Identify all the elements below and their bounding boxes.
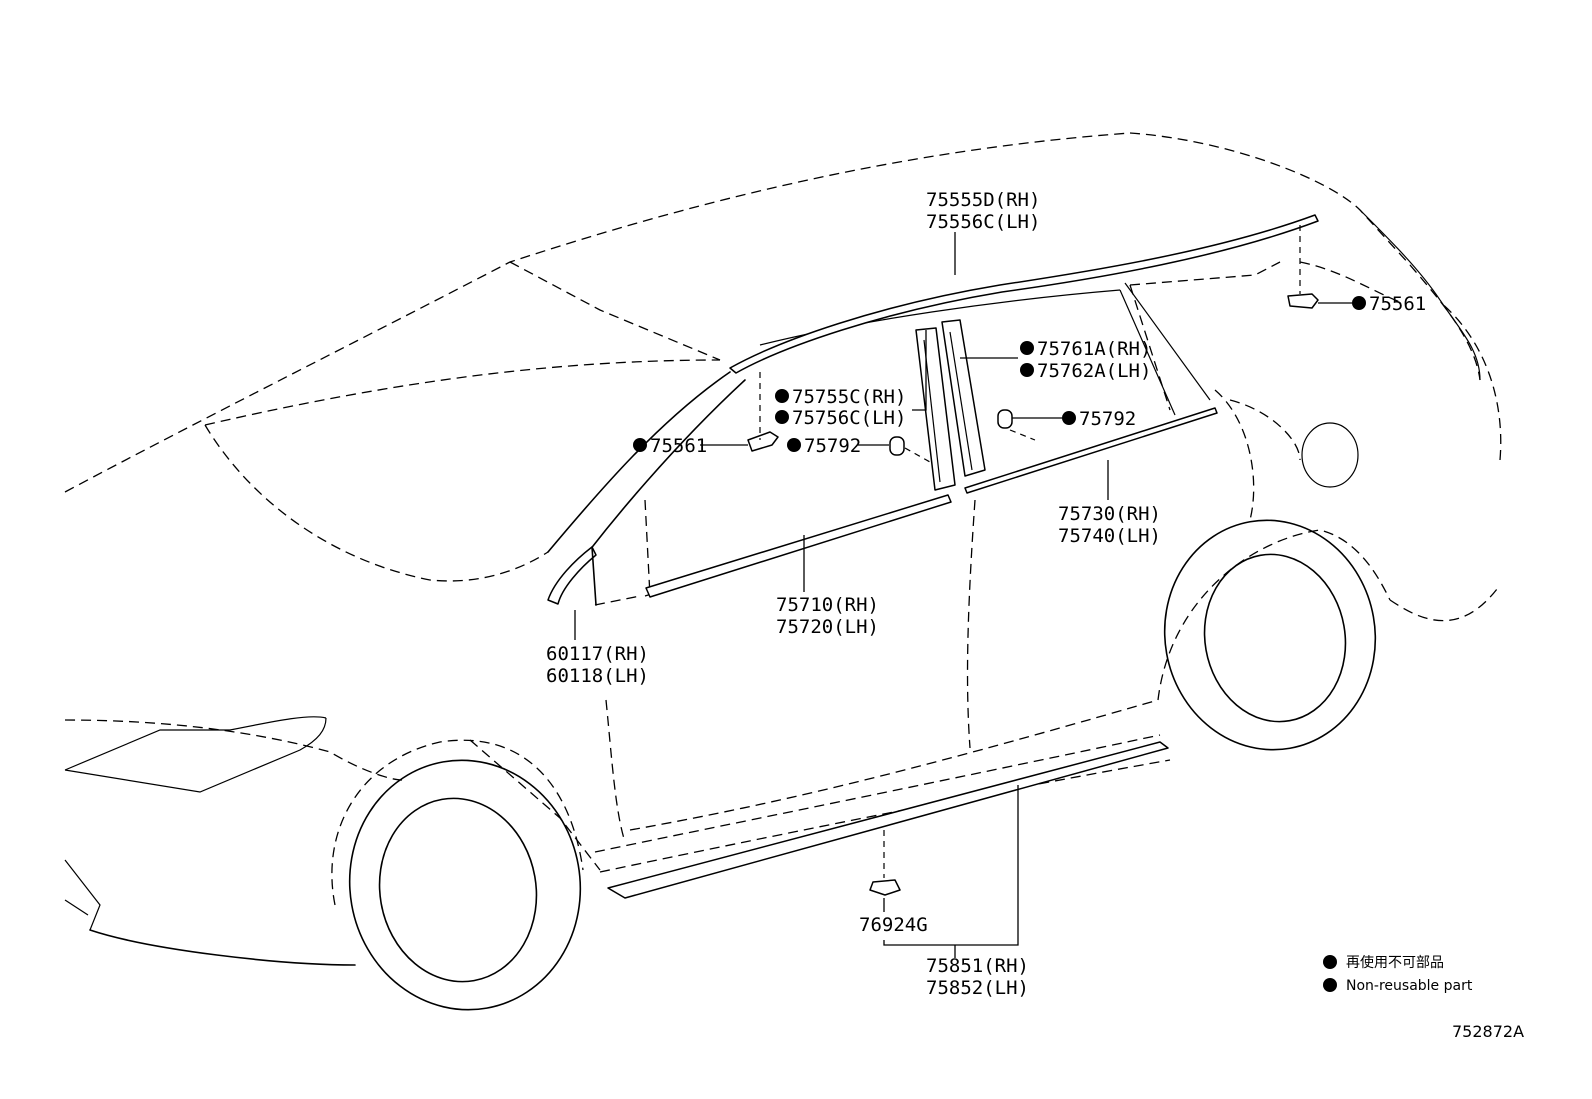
car-body-outline [64,132,1502,906]
label-clip-75792-rear: 75792 [1079,408,1136,430]
non-reusable-dot-75561-front [633,438,647,452]
label-rocker-molding-rh: 75851(RH) [926,955,1029,977]
label-rocker-molding-lh: 75852(LH) [926,977,1029,999]
clip-75792-rear-part [997,409,1013,429]
label-rear-door-belt-rh: 75730(RH) [1058,503,1161,525]
label-pillar-rear-lh: 75762A(LH) [1037,360,1151,382]
non-reusable-dot-75561-rear [1352,296,1366,310]
clip-75561-front-part [747,431,779,452]
rear-door-belt-part [964,407,1218,494]
legend: 再使用不可部品 Non-reusable part [1323,954,1473,994]
car-body-solid [64,209,1481,1011]
legend-text-english: Non-reusable part [1346,978,1473,994]
label-front-door-belt-lh: 75720(LH) [776,616,879,638]
rocker-clip-part [869,879,901,896]
non-reusable-dot-75792-rear [1062,411,1076,425]
label-mirror-cover-rh: 60117(RH) [546,643,649,665]
label-front-door-belt-rh: 75710(RH) [776,594,879,616]
figure-number: 752872A [1452,1022,1524,1041]
label-clip-75792-front: 75792 [804,435,861,457]
label-rear-door-belt-lh: 75740(LH) [1058,525,1161,547]
label-mirror-cover-lh: 60118(LH) [546,665,649,687]
clip-75561-rear-part [1287,293,1319,309]
non-reusable-dot-75792-front [787,438,801,452]
non-reusable-markers [633,296,1366,452]
part-labels: 75555D(RH) 75556C(LH) 75561 75561 75761A… [546,189,1426,999]
label-rocker-clip: 76924G [859,914,928,936]
mirror-cover-part [547,546,597,606]
legend-dot-2 [1323,978,1337,992]
label-roof-molding-rh: 75555D(RH) [926,189,1040,211]
legend-dot-1 [1323,955,1337,969]
legend-text-japanese: 再使用不可部品 [1346,954,1444,971]
clip-75792-front-part [889,436,905,456]
non-reusable-dot-75762a [1020,363,1034,377]
label-pillar-front-lh: 75756C(LH) [792,407,906,429]
front-door-belt-part [645,494,952,598]
leader-lines [574,225,1352,958]
label-roof-molding-lh: 75556C(LH) [926,211,1040,233]
non-reusable-dot-75761a [1020,341,1034,355]
non-reusable-dot-75756c [775,410,789,424]
pillar-rear-part [941,319,986,477]
label-clip-75561-front: 75561 [650,435,707,457]
rocker-molding-part [607,741,1169,899]
label-pillar-front-rh: 75755C(RH) [792,386,906,408]
non-reusable-dot-75755c [775,389,789,403]
label-clip-75561-rear: 75561 [1369,293,1426,315]
roof-molding-part [729,214,1319,374]
label-pillar-rear-rh: 75761A(RH) [1037,338,1151,360]
